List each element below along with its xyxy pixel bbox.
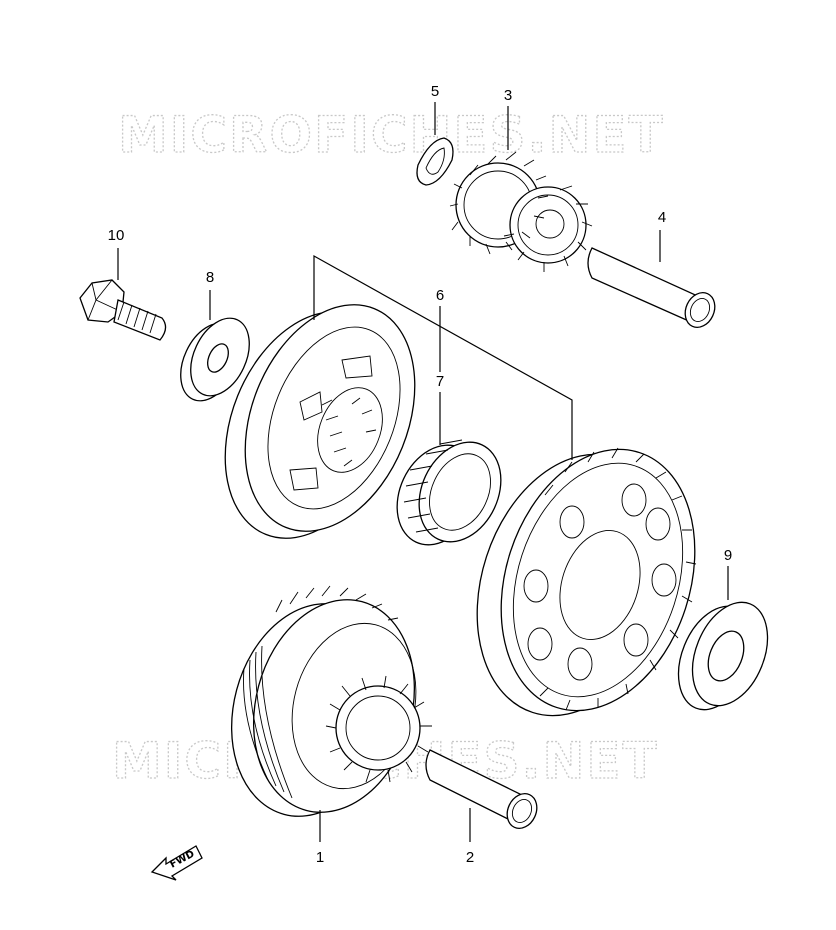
callout-5: 5	[431, 83, 439, 100]
callout-8: 8	[206, 269, 214, 286]
callouts: 1 2 3 4 5 6 7 8 9 10	[108, 83, 733, 866]
part-10-bolt[interactable]	[79, 279, 167, 341]
part-1-clutch-gear[interactable]	[209, 581, 438, 834]
part-5-circlip[interactable]	[416, 137, 454, 186]
callout-3: 3	[504, 87, 512, 104]
part-3-idler-gear[interactable]	[449, 151, 593, 272]
callout-6: 6	[436, 287, 444, 304]
callout-10: 10	[108, 227, 125, 244]
watermark-top: MICROFICHES.NET	[118, 106, 665, 164]
part-9-washer[interactable]	[664, 591, 782, 721]
callout-1: 1	[316, 849, 324, 866]
part-8-washer[interactable]	[169, 309, 261, 410]
part-6-starter-clutch[interactable]	[193, 279, 446, 563]
fwd-arrow-icon: FWD	[150, 845, 203, 881]
part-2-shaft[interactable]	[425, 749, 542, 833]
starter-driven-gear[interactable]	[445, 424, 727, 741]
callout-7: 7	[436, 373, 444, 390]
part-7-needle-bearing[interactable]	[382, 429, 517, 558]
callout-9: 9	[724, 547, 732, 564]
callout-4: 4	[658, 209, 666, 226]
part-4-shaft[interactable]	[587, 247, 720, 332]
leader-lines	[117, 102, 729, 842]
callout-2: 2	[466, 849, 474, 866]
